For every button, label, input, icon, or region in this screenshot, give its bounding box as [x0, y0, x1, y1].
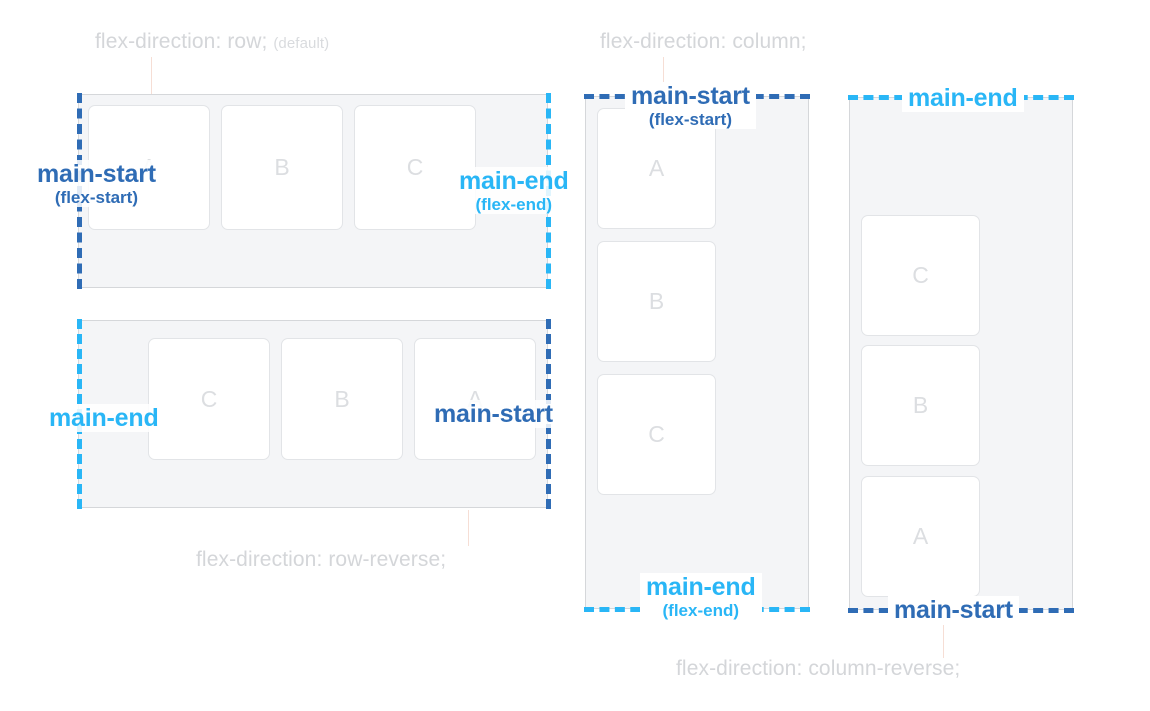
caption-column: flex-direction: column;	[600, 30, 807, 54]
flex-item-label: A	[912, 523, 929, 549]
main-start-text: main-start	[631, 82, 750, 110]
main-end-text: main-end	[459, 167, 569, 195]
main-end-label-column-reverse: main-end	[902, 84, 1024, 112]
main-end-label-column: main-end (flex-end)	[640, 573, 762, 621]
main-start-subtext: (flex-start)	[54, 188, 138, 207]
flex-item-row-1: B	[221, 105, 343, 230]
main-end-label-row: main-end (flex-end)	[455, 167, 573, 215]
main-end-text: main-end	[646, 573, 756, 601]
flex-item-label: C	[912, 262, 929, 288]
main-end-subtext: (flex-end)	[475, 195, 553, 214]
caption-column-reverse-text: flex-direction: column-reverse;	[676, 657, 961, 680]
leader-line-column-reverse	[943, 625, 944, 658]
flex-item-row-reverse-2: A	[414, 338, 536, 460]
flex-item-label: C	[406, 154, 424, 180]
flex-item-row-reverse-1: B	[281, 338, 403, 460]
main-start-subtext: (flex-start)	[648, 110, 732, 129]
main-start-text: main-start	[434, 400, 553, 428]
flex-item-column-2: C	[597, 374, 716, 495]
main-start-text: main-start	[37, 160, 156, 188]
flex-item-column-reverse-0: C	[861, 215, 980, 336]
flex-item-label: B	[274, 154, 290, 180]
main-start-label-column: main-start (flex-start)	[625, 82, 756, 130]
caption-column-text: flex-direction: column;	[600, 30, 807, 53]
leader-line-column	[663, 57, 664, 94]
flex-item-label: B	[334, 385, 350, 412]
caption-row-text: flex-direction: row;	[95, 30, 268, 53]
caption-column-reverse: flex-direction: column-reverse;	[676, 657, 960, 681]
main-start-text: main-start	[894, 596, 1013, 624]
main-start-label-row-reverse: main-start	[430, 400, 557, 428]
caption-row-reverse: flex-direction: row-reverse;	[196, 548, 446, 572]
flex-item-label: B	[912, 392, 929, 418]
flex-item-column-1: B	[597, 241, 716, 362]
main-end-label-row-reverse: main-end	[45, 404, 163, 432]
leader-line-row	[151, 57, 152, 94]
main-end-subtext: (flex-end)	[662, 601, 740, 620]
flex-item-label: A	[648, 155, 665, 181]
caption-row: flex-direction: row; (default)	[95, 30, 329, 54]
main-start-label-row: main-start (flex-start)	[33, 160, 160, 208]
flex-item-row-reverse-0: C	[148, 338, 270, 460]
caption-row-reverse-text: flex-direction: row-reverse;	[196, 548, 447, 571]
main-end-text: main-end	[908, 84, 1018, 112]
flex-item-label: C	[648, 421, 665, 447]
main-end-text: main-end	[49, 404, 159, 432]
main-start-label-column-reverse: main-start	[888, 596, 1019, 624]
flex-item-column-reverse-2: A	[861, 476, 980, 597]
flex-item-label: C	[200, 385, 218, 412]
flex-item-column-reverse-1: B	[861, 345, 980, 466]
caption-row-suffix: (default)	[273, 35, 330, 52]
flex-item-label: B	[648, 288, 665, 314]
leader-line-row-reverse	[468, 510, 469, 546]
